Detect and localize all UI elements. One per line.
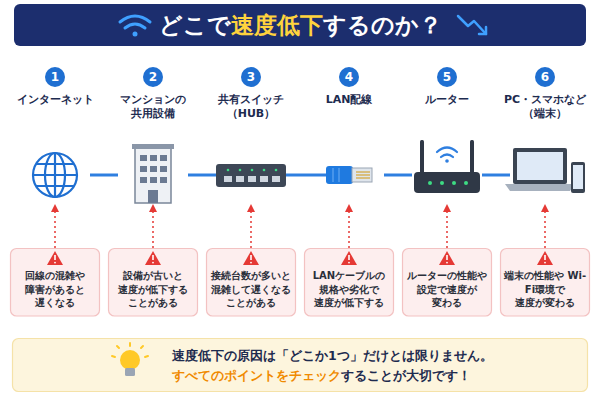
warning-box: 設備が古いと 速度が低下する ことがある xyxy=(108,248,198,317)
stage-icons xyxy=(33,140,585,376)
warning-box: ルーターの性能や 設定で速度が 変わる xyxy=(402,248,492,317)
tip-text: 速度低下の原因は「どこか1つ」だけとは限りません。 xyxy=(172,346,578,366)
connectors xyxy=(55,175,545,248)
warning-box: LANケーブルの 規格や劣化で 速度が低下する xyxy=(304,248,394,317)
box-outline xyxy=(217,146,286,205)
step-number: 5 xyxy=(437,67,457,87)
stage-name: LAN配線 xyxy=(299,93,399,107)
warning-box: 端末の性能や Wi-Fi環境で 速度が変わる xyxy=(500,248,590,317)
stage-node: 4LAN配線 xyxy=(314,145,384,205)
cause-arrow xyxy=(544,205,546,248)
box-outline xyxy=(511,146,580,205)
box-outline xyxy=(21,146,90,205)
step-number: 4 xyxy=(339,67,359,87)
cause-arrow xyxy=(250,205,252,248)
warning-text: 回線の混雑や 障害があると 遅くなる xyxy=(13,269,97,310)
warning-text: 設備が古いと 速度が低下する ことがある xyxy=(111,269,195,310)
warning-text: LANケーブルの 規格や劣化で 速度が低下する xyxy=(307,269,391,310)
bulb-icon xyxy=(112,343,148,376)
stage-name: インターネット xyxy=(5,93,105,107)
title-text: どこで速度低下するのか？ xyxy=(0,8,600,42)
warning-text: 端末の性能や Wi-Fi環境で 速度が変わる xyxy=(503,269,587,310)
cause-arrow xyxy=(348,205,350,248)
stage-node: 1インターネット xyxy=(20,145,90,205)
title-banner xyxy=(14,4,586,46)
stage-node: 2マンションの 共用設備 xyxy=(118,145,188,205)
stage-node: 5ルーター xyxy=(412,145,482,205)
stage-name: PC・スマホなど （端末） xyxy=(495,93,595,121)
stage-node: 6PC・スマホなど （端末） xyxy=(510,145,580,205)
warning-box: 接続台数が多いと 混雑して遅くなる ことがある xyxy=(206,248,296,317)
box-outline xyxy=(11,249,100,317)
lan-plug-icon xyxy=(314,166,372,184)
network-line xyxy=(188,174,216,177)
step-number: 2 xyxy=(143,67,163,87)
warning-text: ルーターの性能や 設定で速度が 変わる xyxy=(405,269,489,310)
trend-down-icon xyxy=(458,16,486,34)
network-line xyxy=(384,174,412,177)
network-line xyxy=(286,174,314,177)
box-outline xyxy=(305,249,394,317)
stage-name: 共有スイッチ （HUB） xyxy=(201,93,301,121)
stage-name: ルーター xyxy=(397,93,497,107)
box-outline xyxy=(119,146,188,205)
laptop-phone-icon xyxy=(505,148,585,193)
globe-icon xyxy=(33,153,77,197)
warning-box: 回線の混雑や 障害があると 遅くなる xyxy=(10,248,100,317)
cause-arrow xyxy=(152,205,154,248)
banner-bar xyxy=(14,4,586,46)
stage-node: 3共有スイッチ （HUB） xyxy=(216,145,286,205)
step-number: 6 xyxy=(535,67,555,87)
box-outline xyxy=(403,249,492,317)
router-icon xyxy=(414,140,480,193)
network-line xyxy=(482,174,510,177)
warning-triangles xyxy=(47,251,553,265)
box-outline xyxy=(207,249,296,317)
box-outline xyxy=(315,146,384,205)
cause-arrow xyxy=(446,205,448,248)
stage-name: マンションの 共用設備 xyxy=(103,93,203,121)
building-icon xyxy=(132,144,174,203)
tip-box: 速度低下の原因は「どこか1つ」だけとは限りません。すべてのポイントをチェックする… xyxy=(12,338,588,392)
box-outlines xyxy=(11,146,590,392)
box-outline xyxy=(13,339,588,392)
step-number: 3 xyxy=(241,67,261,87)
box-outline xyxy=(109,249,198,317)
cause-arrow xyxy=(54,205,56,248)
wifi-icon xyxy=(120,16,150,37)
tip-text: すべてのポイントをチェックすることが大切です！ xyxy=(172,366,578,386)
box-outline xyxy=(501,249,590,317)
network-line xyxy=(90,174,118,177)
warning-text: 接続台数が多いと 混雑して遅くなる ことがある xyxy=(209,269,293,310)
switch-icon xyxy=(216,164,286,187)
step-number: 1 xyxy=(45,67,65,87)
